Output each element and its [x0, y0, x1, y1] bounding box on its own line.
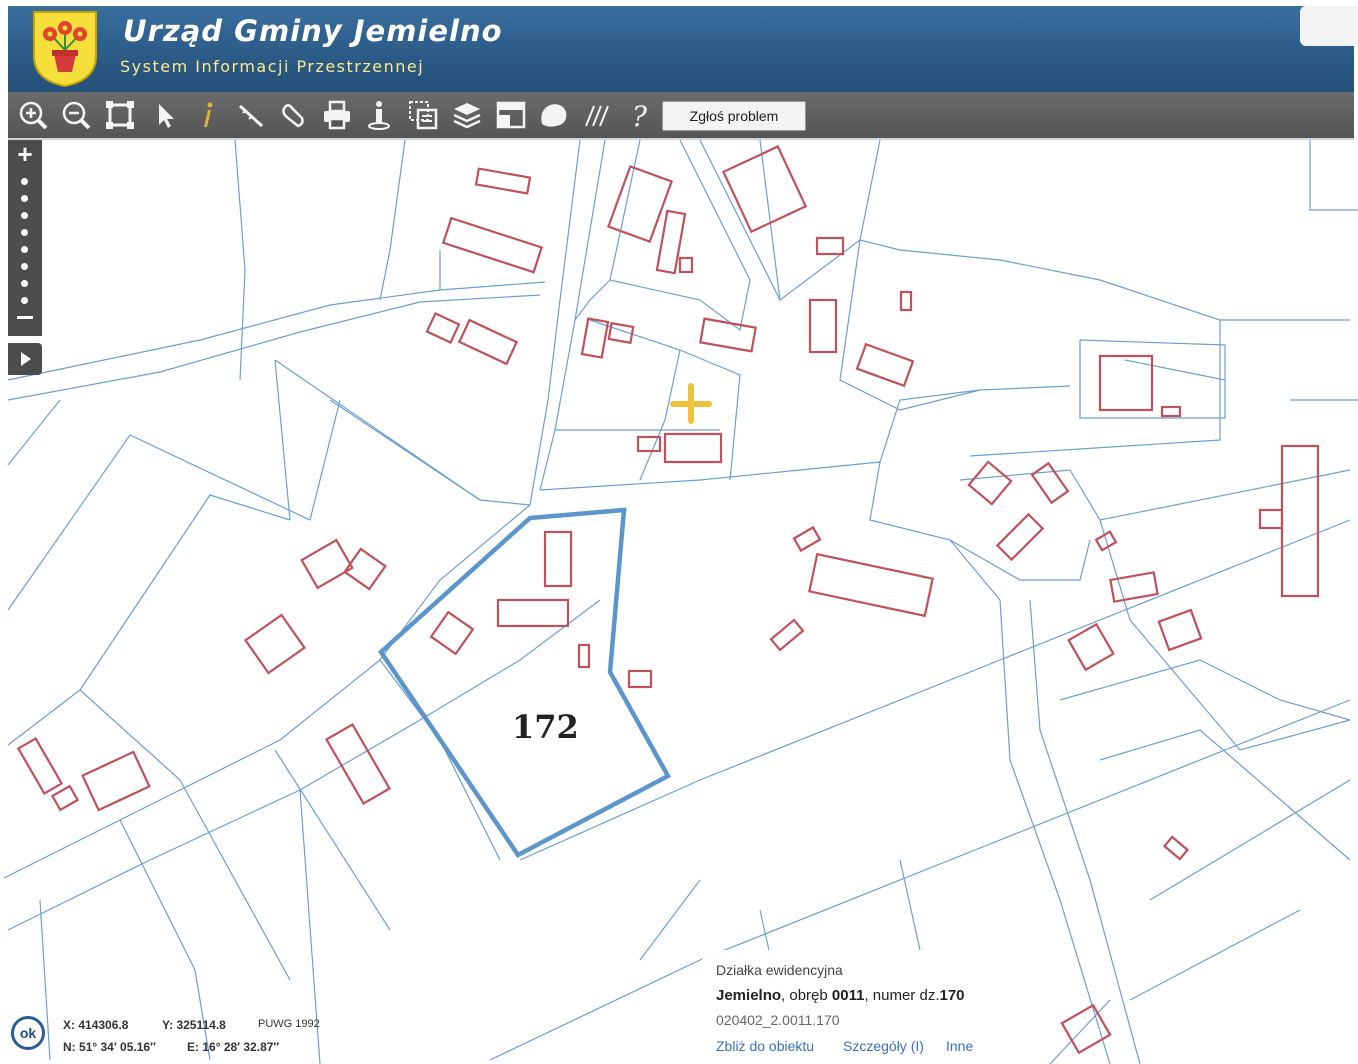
info-icon[interactable]	[191, 98, 225, 132]
highlighted-parcel-172	[378, 507, 672, 858]
measure-distance-icon[interactable]	[234, 98, 268, 132]
pointer-icon[interactable]	[148, 98, 182, 132]
zoom-out-icon[interactable]	[59, 98, 93, 132]
parcel-number-label: 172	[512, 708, 579, 746]
coat-of-arms-logo	[32, 10, 98, 88]
help-icon[interactable]: ?	[622, 98, 656, 132]
zoom-in-button[interactable]: +	[17, 139, 33, 169]
zoom-to-object-link[interactable]: Zbliż do obiektu	[716, 1038, 815, 1054]
zoom-out-button[interactable]	[8, 302, 42, 332]
layout-icon[interactable]	[494, 98, 528, 132]
ok-button[interactable]: ok	[11, 1016, 45, 1050]
buildings	[16, 145, 1320, 1055]
coord-e: E: 16° 28′ 32.87″	[187, 1040, 280, 1054]
app-header: Urząd Gminy Jemielno System Informacji P…	[8, 6, 1354, 92]
coord-n: N: 51° 34′ 05.16″	[63, 1040, 156, 1054]
header-corner-panel	[1300, 6, 1358, 46]
identify-icon[interactable]	[362, 98, 396, 132]
layers-icon[interactable]	[450, 98, 484, 132]
zoom-level-dot[interactable]	[21, 280, 28, 287]
zoom-in-icon[interactable]	[16, 98, 50, 132]
play-arrow-icon	[21, 352, 31, 366]
details-link[interactable]: Szczegóły (I)	[843, 1038, 924, 1054]
coord-y: Y: 325114.8	[162, 1018, 226, 1032]
print-icon[interactable]	[320, 98, 354, 132]
zoom-level-dot[interactable]	[21, 195, 28, 202]
full-extent-icon[interactable]	[103, 98, 137, 132]
parcel-info-popup: Działka ewidencyjna Jemielno, obręb 0011…	[702, 950, 1018, 1064]
expand-panel-button[interactable]	[8, 343, 42, 375]
info-parcel-description: Jemielno, obręb 0011, numer dz.170	[716, 987, 965, 1004]
app-subtitle: System Informacji Przestrzennej	[120, 57, 425, 76]
hatch-icon[interactable]	[580, 98, 614, 132]
parcel-boundaries	[3, 140, 1358, 1064]
zoom-level-dot[interactable]	[21, 297, 28, 304]
location-marker-icon	[670, 383, 712, 424]
zoom-level-dot[interactable]	[21, 178, 28, 185]
other-link[interactable]: Inne	[946, 1038, 974, 1054]
map-canvas[interactable]	[0, 140, 1358, 1064]
coord-system: PUWG 1992	[258, 1018, 320, 1030]
boundary-icon[interactable]	[536, 98, 570, 132]
info-parcel-identifier: 020402_2.0011.170	[716, 1012, 840, 1028]
zoom-level-dot[interactable]	[21, 246, 28, 253]
zoom-level-dot[interactable]	[21, 229, 28, 236]
info-object-type: Działka ewidencyjna	[716, 962, 843, 978]
coord-x: X: 414306.8	[63, 1018, 129, 1032]
measure-area-icon[interactable]	[276, 98, 310, 132]
zoom-slider[interactable]: +	[8, 140, 42, 336]
svg-text:?: ?	[632, 100, 648, 132]
select-rectangle-icon[interactable]	[406, 98, 440, 132]
zoom-level-dot[interactable]	[21, 263, 28, 270]
report-problem-button[interactable]: Zgłoś problem	[662, 101, 806, 131]
zoom-level-dot[interactable]	[21, 212, 28, 219]
app-title: Urząd Gminy Jemielno	[123, 14, 503, 48]
